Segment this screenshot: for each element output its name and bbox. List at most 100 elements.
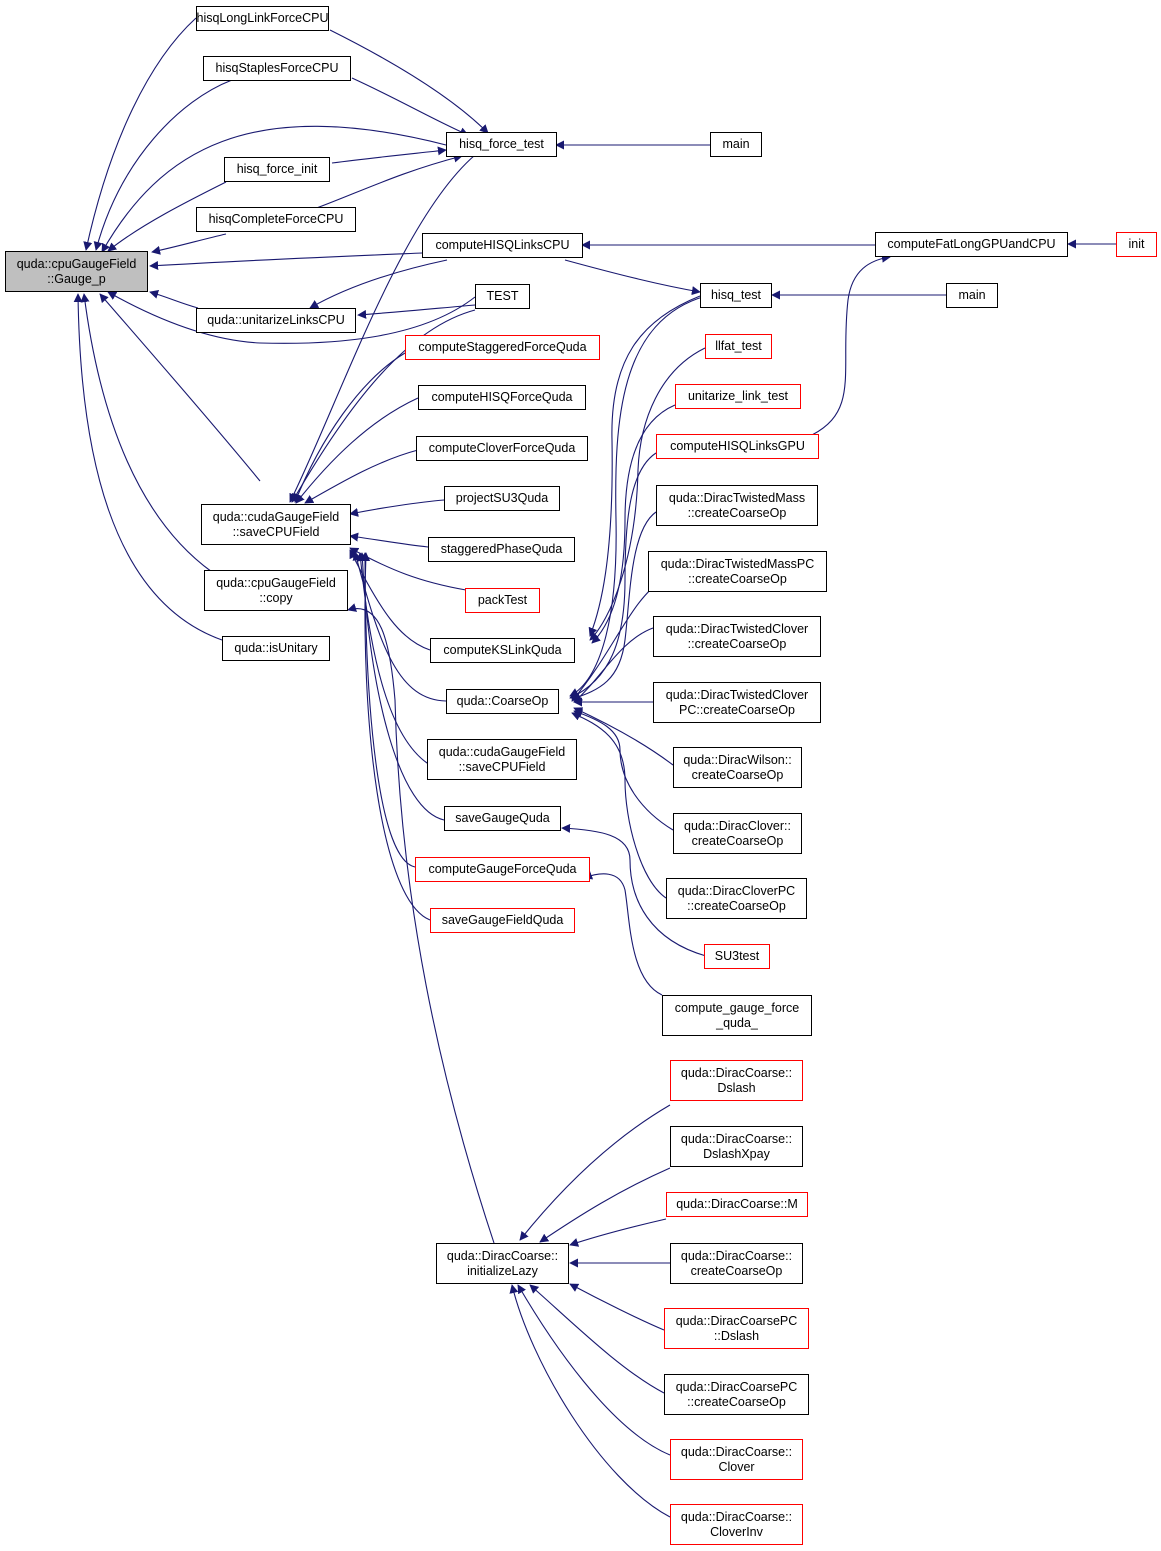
computeKSLinkQuda-node[interactable]: computeKSLinkQuda — [430, 638, 575, 663]
computeGaugeForceQuda-node[interactable]: computeGaugeForceQuda — [415, 857, 590, 882]
cpuGaugeField-copy-node[interactable]: quda::cpuGaugeField ::copy — [204, 570, 348, 611]
twMassPC-label-2: ::createCoarseOp — [688, 571, 787, 586]
cudaGaugeField-saveCPUField-2-node[interactable]: quda::cudaGaugeField ::saveCPUField — [427, 739, 577, 780]
hisqCompleteForceCPU-node[interactable]: hisqCompleteForceCPU — [196, 207, 356, 232]
staggeredPhaseQuda-label: staggeredPhaseQuda — [440, 542, 563, 556]
projectSU3Quda-label: projectSU3Quda — [455, 491, 549, 505]
init-label: init — [1128, 237, 1145, 251]
clover-label-1: quda::DiracClover:: — [684, 818, 791, 833]
hisqStaplesForceCPU-label: hisqStaplesForceCPU — [215, 61, 339, 75]
main-2-node[interactable]: main — [946, 283, 998, 308]
CoarseOp-label: quda::CoarseOp — [456, 694, 549, 708]
wilson-label-2: createCoarseOp — [691, 767, 784, 782]
computeHISQLinksCPU-node[interactable]: computeHISQLinksCPU — [422, 233, 583, 258]
cudaSaveCPUField-label-2: ::saveCPUField — [232, 524, 320, 539]
hisq-force-test-label: hisq_force_test — [459, 137, 544, 151]
isUnitary-node[interactable]: quda::isUnitary — [222, 636, 330, 661]
twCloverPC-label-2: PC::createCoarseOp — [678, 702, 796, 717]
isUnitary-label: quda::isUnitary — [234, 641, 318, 655]
DiracCoarse-Clover-node[interactable]: quda::DiracCoarse:: Clover — [670, 1439, 803, 1480]
computeHISQLinksGPU-node[interactable]: computeHISQLinksGPU — [656, 434, 819, 459]
hisqStaplesForceCPU-node[interactable]: hisqStaplesForceCPU — [203, 56, 351, 81]
cloverPC-label-1: quda::DiracCloverPC — [677, 883, 796, 898]
DiracClover-createCoarseOp-node[interactable]: quda::DiracClover:: createCoarseOp — [673, 813, 802, 854]
DiracWilson-createCoarseOp-node[interactable]: quda::DiracWilson:: createCoarseOp — [673, 747, 802, 788]
DiracTwistedClover-createCoarseOp-node[interactable]: quda::DiracTwistedClover ::createCoarseO… — [653, 616, 821, 657]
wilson-label-1: quda::DiracWilson:: — [683, 752, 792, 767]
unitarize-link-test-node[interactable]: unitarize_link_test — [675, 384, 801, 409]
DiracCoarse-M-node[interactable]: quda::DiracCoarse::M — [666, 1192, 808, 1217]
computeHISQLinksGPU-label: computeHISQLinksGPU — [670, 439, 805, 453]
dcCreateCoarseOp-label-1: quda::DiracCoarse:: — [680, 1248, 793, 1263]
unitarize-link-test-label: unitarize_link_test — [687, 389, 789, 403]
unitarizeLinksCPU-node[interactable]: quda::unitarizeLinksCPU — [196, 308, 356, 333]
gauge-p-node: quda::cpuGaugeField ::Gauge_p — [5, 251, 148, 292]
cudaGaugeField-saveCPUField-node[interactable]: quda::cudaGaugeField ::saveCPUField — [201, 504, 351, 545]
dcCloverInv-label-1: quda::DiracCoarse:: — [680, 1509, 793, 1524]
cpuCopy-label-2: ::copy — [259, 590, 293, 605]
hisq-test-node[interactable]: hisq_test — [700, 283, 772, 308]
SU3test-node[interactable]: SU3test — [704, 944, 770, 969]
projectSU3Quda-node[interactable]: projectSU3Quda — [444, 486, 560, 511]
computeHISQForceQuda-node[interactable]: computeHISQForceQuda — [418, 385, 586, 410]
TEST-node[interactable]: TEST — [475, 284, 530, 309]
SU3test-label: SU3test — [714, 949, 760, 963]
hisq-force-init-label: hisq_force_init — [236, 162, 318, 176]
DiracTwistedCloverPC-createCoarseOp-node[interactable]: quda::DiracTwistedClover PC::createCoars… — [653, 682, 821, 723]
DiracCloverPC-createCoarseOp-node[interactable]: quda::DiracCloverPC ::createCoarseOp — [666, 878, 807, 919]
packTest-label: packTest — [477, 593, 528, 607]
DiracCoarse-CloverInv-node[interactable]: quda::DiracCoarse:: CloverInv — [670, 1504, 803, 1545]
staggeredPhaseQuda-node[interactable]: staggeredPhaseQuda — [428, 537, 575, 562]
DiracTwistedMass-createCoarseOp-node[interactable]: quda::DiracTwistedMass ::createCoarseOp — [656, 485, 818, 526]
cudaSaveCPUField-label-1: quda::cudaGaugeField — [212, 509, 340, 524]
clover-label-2: createCoarseOp — [691, 833, 784, 848]
TEST-label: TEST — [486, 289, 519, 303]
dcDslashXpay-label-2: DslashXpay — [703, 1146, 770, 1161]
llfat-test-node[interactable]: llfat_test — [705, 334, 772, 359]
computeStaggeredForceQuda-node[interactable]: computeStaggeredForceQuda — [405, 335, 600, 360]
hisq-test-label: hisq_test — [710, 288, 762, 302]
twClover-label-1: quda::DiracTwistedClover — [665, 621, 809, 636]
dcCloverInv-label-2: CloverInv — [710, 1524, 763, 1539]
compute-gauge-force-quda-node[interactable]: compute_gauge_force _quda_ — [662, 995, 812, 1036]
DiracCoarse-DslashXpay-node[interactable]: quda::DiracCoarse:: DslashXpay — [670, 1126, 803, 1167]
llfat-test-label: llfat_test — [715, 339, 762, 353]
hisqLongLinkForceCPU-node[interactable]: hisqLongLinkForceCPU — [196, 6, 329, 31]
gauge-p-label-2: ::Gauge_p — [47, 271, 106, 286]
computeFatLongGPUandCPU-node[interactable]: computeFatLongGPUandCPU — [875, 232, 1068, 257]
DiracCoarse-Dslash-node[interactable]: quda::DiracCoarse:: Dslash — [670, 1060, 803, 1101]
hisqCompleteForceCPU-label: hisqCompleteForceCPU — [208, 212, 344, 226]
initializeLazy-label-2: initializeLazy — [467, 1263, 538, 1278]
twMass-label-1: quda::DiracTwistedMass — [668, 490, 806, 505]
computeCloverForceQuda-label: computeCloverForceQuda — [428, 441, 576, 455]
compute-gauge-force-label-1: compute_gauge_force — [674, 1000, 800, 1015]
dcDslash-label-1: quda::DiracCoarse:: — [680, 1065, 793, 1080]
computeKSLinkQuda-label: computeKSLinkQuda — [443, 643, 562, 657]
hisqLongLinkForceCPU-label: hisqLongLinkForceCPU — [196, 11, 329, 25]
saveGaugeFieldQuda-label: saveGaugeFieldQuda — [441, 913, 564, 927]
init-node[interactable]: init — [1116, 232, 1157, 257]
DiracTwistedMassPC-createCoarseOp-node[interactable]: quda::DiracTwistedMassPC ::createCoarseO… — [648, 551, 827, 592]
dcDslashXpay-label-1: quda::DiracCoarse:: — [680, 1131, 793, 1146]
DiracCoarsePC-createCoarseOp-node[interactable]: quda::DiracCoarsePC ::createCoarseOp — [664, 1374, 809, 1415]
cudaSaveCPUField2-label-2: ::saveCPUField — [458, 759, 546, 774]
initializeLazy-label-1: quda::DiracCoarse:: — [446, 1248, 559, 1263]
dcpcCreateCoarseOp-label-2: ::createCoarseOp — [687, 1394, 786, 1409]
hisq-force-test-node[interactable]: hisq_force_test — [446, 132, 557, 157]
main-1-label: main — [722, 137, 750, 151]
main-1-node[interactable]: main — [710, 132, 762, 157]
dcClover-label-2: Clover — [718, 1459, 755, 1474]
packTest-node[interactable]: packTest — [465, 588, 540, 613]
computeCloverForceQuda-node[interactable]: computeCloverForceQuda — [416, 436, 588, 461]
saveGaugeQuda-node[interactable]: saveGaugeQuda — [444, 806, 561, 831]
gauge-p-label-1: quda::cpuGaugeField — [16, 256, 137, 271]
DiracCoarse-initializeLazy-node[interactable]: quda::DiracCoarse:: initializeLazy — [436, 1243, 569, 1284]
DiracCoarse-createCoarseOp-node[interactable]: quda::DiracCoarse:: createCoarseOp — [670, 1243, 803, 1284]
hisq-force-init-node[interactable]: hisq_force_init — [224, 157, 330, 182]
CoarseOp-node[interactable]: quda::CoarseOp — [446, 689, 559, 714]
saveGaugeFieldQuda-node[interactable]: saveGaugeFieldQuda — [430, 908, 575, 933]
twMassPC-label-1: quda::DiracTwistedMassPC — [660, 556, 815, 571]
DiracCoarsePC-Dslash-node[interactable]: quda::DiracCoarsePC ::Dslash — [664, 1308, 809, 1349]
dcpcCreateCoarseOp-label-1: quda::DiracCoarsePC — [675, 1379, 798, 1394]
